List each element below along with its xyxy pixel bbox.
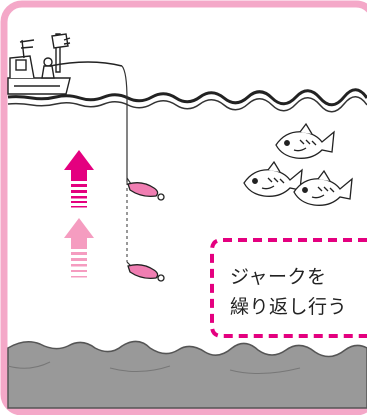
up-arrow-icon [64, 218, 94, 278]
fishing-boat-icon [7, 33, 123, 95]
sea-bream-icon [275, 122, 335, 159]
fishing-line [121, 65, 128, 262]
sea-bream-icon [243, 160, 303, 197]
callout-text: ジャークを 繰り返し行う [230, 262, 367, 322]
callout-line-1: ジャークを [230, 266, 327, 288]
sea-bream-icon [293, 169, 353, 206]
up-arrow-icon [64, 150, 94, 208]
callout-line-2: 繰り返し行う [230, 296, 348, 318]
callout-box [210, 238, 367, 338]
seabed [7, 340, 367, 409]
metal-jig-icon [126, 177, 165, 201]
metal-jig-icon [126, 261, 165, 282]
water-surface [7, 88, 367, 113]
